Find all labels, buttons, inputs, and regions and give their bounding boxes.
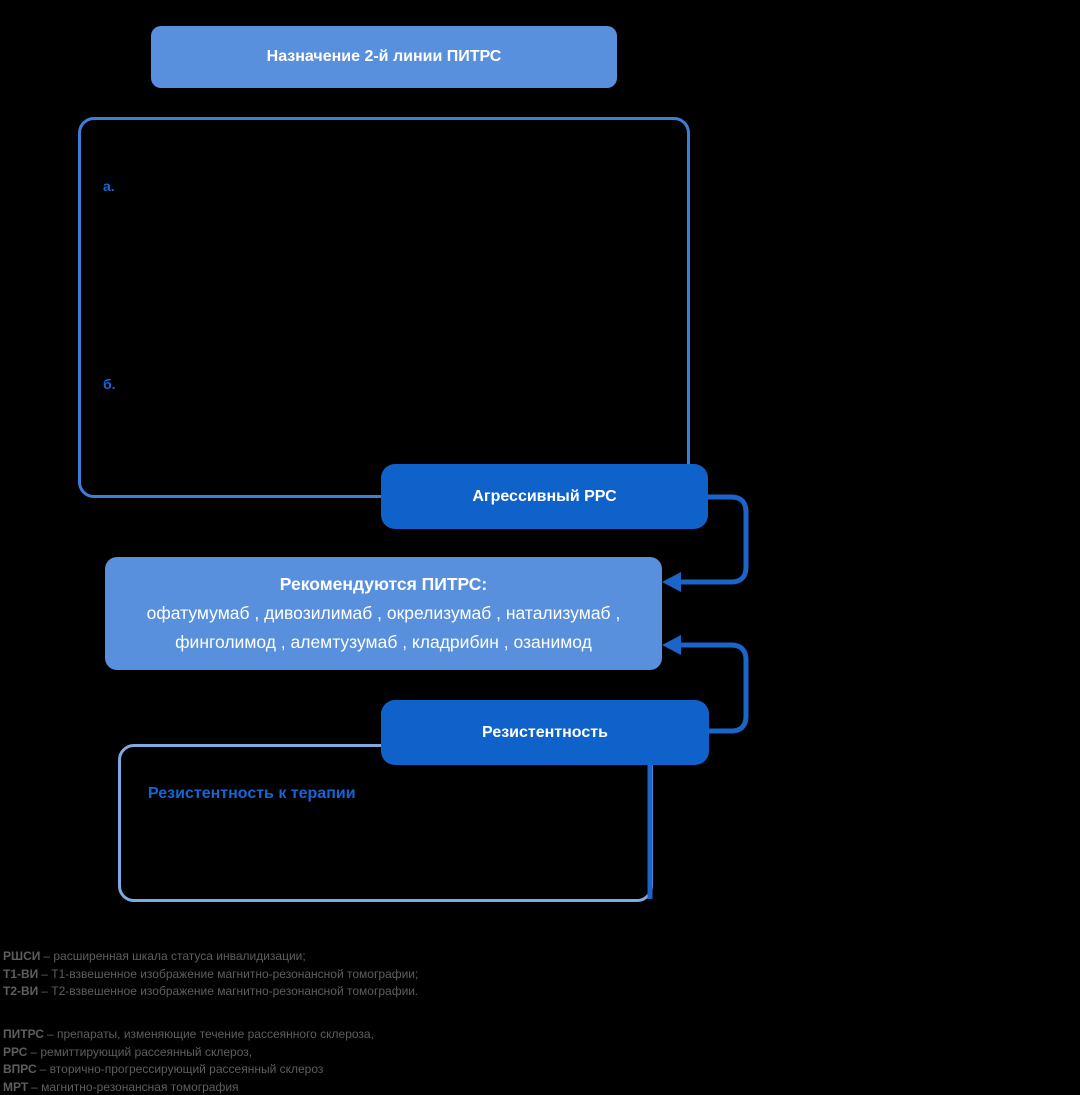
header-title: Назначение 2-й линии ПИТРС [266,48,502,65]
footnote-line: РРС– ремиттирующий рассеянный склероз, [3,1044,374,1062]
footnote-text: – препараты, изменяющие течение рассеянн… [46,1027,374,1041]
footnote-line: МРТ– магнитно-резонансная томография [3,1079,374,1095]
criteria-item-a-label: а. [103,178,115,194]
footnote-abbr: Т2-ВИ [3,984,39,998]
footnote-abbr: ПИТРС [3,1027,44,1041]
recommend-drugs-line2: финголимод , алемтузумаб , кладрибин , о… [175,632,592,652]
footnote-abbr: РРС [3,1044,28,1059]
footnote-line: ВПРС– вторично-прогрессирующий рассеянны… [3,1061,374,1079]
footnote-text: – расширенная шкала статуса инвалидизаци… [43,949,306,963]
footnote-text: – Т2-взвешенное изображение магнитно-рез… [41,984,419,998]
aggressive-rrs-box: Агрессивный РРС [381,464,708,529]
footnote-line: Т2-ВИ– Т2-взвешенное изображение магнитн… [3,983,418,1001]
recommend-pitrs-title: Рекомендуются ПИТРС: [279,574,488,594]
footnote-line: ПИТРС– препараты, изменяющие течение рас… [3,1026,374,1044]
arrowhead-into-recommend-bottom-icon [662,635,681,655]
footnotes-imaging: РШСИ– расширенная шкала статуса инвалиди… [3,948,418,1001]
footnote-abbr: РШСИ [3,949,41,963]
footnote-abbr: МРТ [3,1079,29,1094]
aggressive-rrs-label: Агрессивный РРС [472,487,617,505]
resistance-detail-title: Резистентность к терапии [148,785,356,802]
footnote-text: – Т1-взвешенное изображение магнитно-рез… [41,966,419,981]
header-title-box: Назначение 2-й линии ПИТРС [151,26,617,88]
footnote-abbr: Т1-ВИ [3,966,39,981]
criteria-box [78,117,690,498]
footnote-text: – вторично-прогрессирующий рассеянный ск… [39,1062,324,1076]
resistance-label: Резистентность [482,723,608,741]
footnote-text: – ремиттирующий рассеянный склероз, [30,1044,253,1059]
footnotes-abbreviations: ПИТРС– препараты, изменяющие течение рас… [3,1026,374,1095]
footnote-abbr: ВПРС [3,1062,37,1076]
criteria-item-b-label: б. [103,376,116,392]
resistance-box: Резистентность [381,700,709,765]
footnote-line: Т1-ВИ– Т1-взвешенное изображение магнитн… [3,966,418,984]
resistance-detail-box [118,744,653,902]
footnote-text: – магнитно-резонансная томография [31,1079,239,1094]
arrowhead-into-recommend-top-icon [662,572,681,592]
footnote-line: РШСИ– расширенная шкала статуса инвалиди… [3,948,418,966]
recommend-drugs-line1: офатумумаб , дивозилимаб , окрелизумаб ,… [146,603,621,623]
recommend-pitrs-box: Рекомендуются ПИТРС: офатумумаб , дивози… [105,557,662,670]
